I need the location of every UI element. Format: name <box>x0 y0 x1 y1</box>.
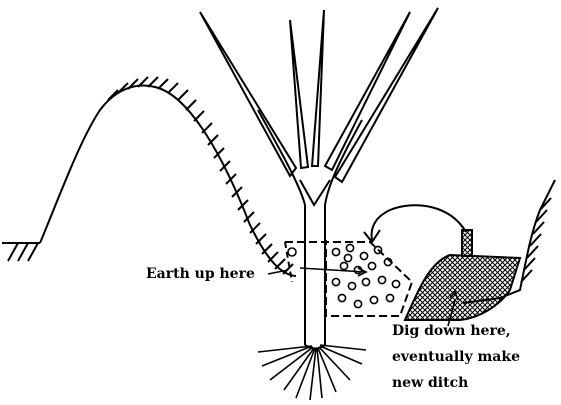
crosshatch-soil-pile <box>405 230 520 320</box>
dig-down-label-line3: new ditch <box>392 375 468 391</box>
pebble <box>360 252 367 259</box>
pebble <box>332 248 339 255</box>
pebble <box>346 244 353 251</box>
dig-down-label-line2: eventually make <box>392 349 520 365</box>
pebble <box>340 262 347 269</box>
hatch-mark <box>158 79 168 89</box>
pebble <box>344 254 351 261</box>
hatch-mark <box>178 90 188 100</box>
pebble <box>362 278 369 285</box>
hatch-mark <box>148 77 158 87</box>
pebble <box>392 280 399 287</box>
pebble <box>386 294 393 301</box>
earth-up-label: Earth up here <box>146 266 255 282</box>
hatch-mark <box>283 264 293 274</box>
pebble <box>332 278 339 285</box>
hatch-mark <box>168 83 178 93</box>
hatch-mark <box>275 259 285 269</box>
pebble <box>368 262 375 269</box>
hatch-mark <box>194 111 204 121</box>
hatch-mark <box>202 123 212 133</box>
transfer-arrow <box>364 205 466 242</box>
marker-circle <box>288 248 296 256</box>
pebble <box>348 282 355 289</box>
pebble <box>338 294 345 301</box>
dig-down-label-line1: Dig down here, <box>392 323 511 339</box>
hatch-mark <box>186 100 196 110</box>
root-fibers <box>258 345 366 400</box>
pebble <box>378 276 385 283</box>
pebble <box>370 296 377 303</box>
plant-leaves <box>200 8 438 182</box>
left-ground <box>2 243 40 261</box>
pebble <box>354 300 361 307</box>
